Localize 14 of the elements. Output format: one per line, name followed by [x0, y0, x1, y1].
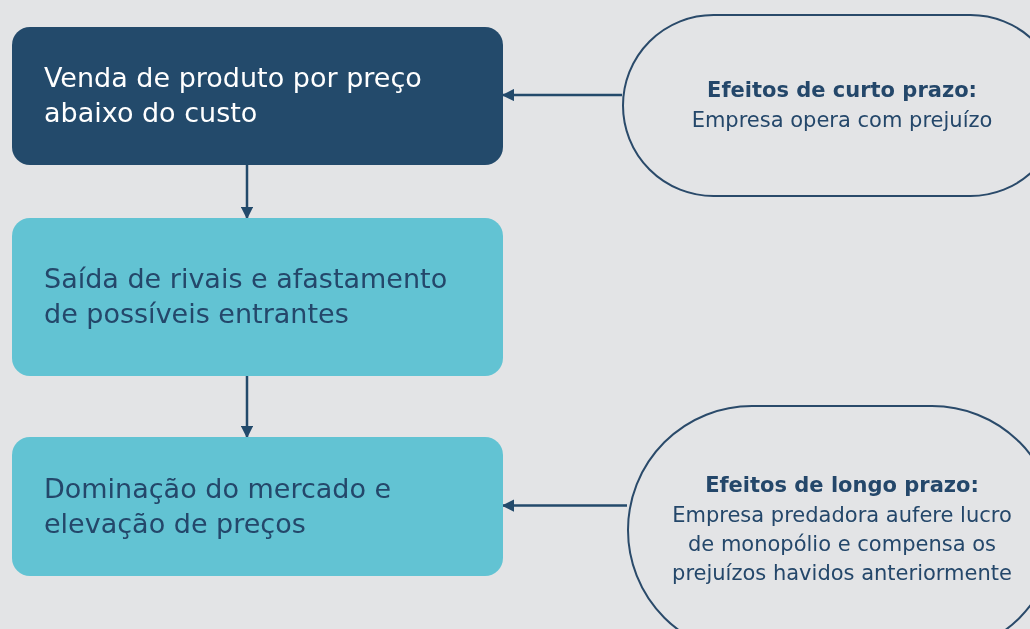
node-text: Saída de rivais e afastamento de possíveis entrantes [44, 262, 449, 331]
arrow [240, 165, 254, 220]
arrow [501, 88, 622, 102]
node-text: Empresa predadora aufere lucro de monopólio e compensa os prejuízos havidos anteriormente [671, 501, 1013, 588]
process-box [12, 218, 503, 376]
node-text: Empresa opera com prejuízo [691, 106, 993, 134]
node-text: Venda de produto por preço abaixo do custo [44, 61, 423, 130]
process-box [12, 437, 503, 576]
node-text: Dominação do mercado e elevação de preços [44, 471, 393, 541]
oval-heading: Efeitos de curto prazo: [707, 77, 977, 105]
oval-heading: Efeitos de longo prazo: [705, 472, 979, 500]
process-box [12, 27, 503, 165]
arrow [501, 499, 627, 512]
arrow [240, 376, 254, 439]
